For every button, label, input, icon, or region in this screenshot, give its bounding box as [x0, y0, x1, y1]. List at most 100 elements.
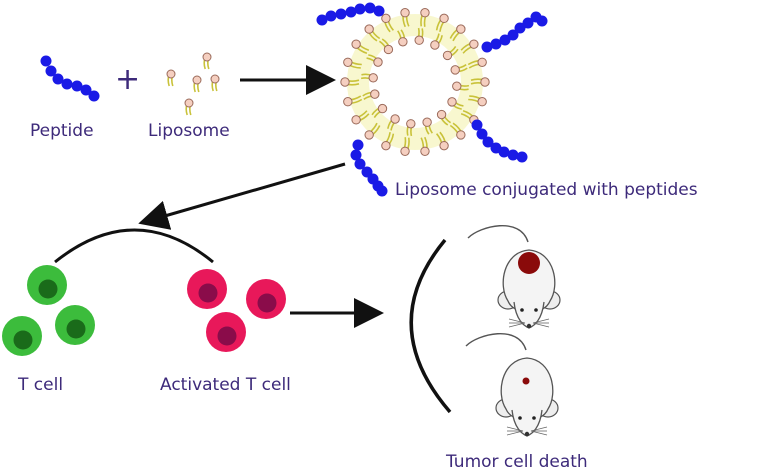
- peptide-bead: [45, 65, 57, 77]
- lipid: [470, 77, 490, 87]
- lipid-head: [381, 140, 391, 151]
- peptide-bead: [507, 29, 519, 41]
- peptide-bead: [325, 10, 337, 22]
- mouse-whisker: [506, 430, 524, 436]
- lipid: [364, 122, 381, 140]
- peptide-bead: [354, 3, 366, 15]
- conjugated-liposome-label: Liposome conjugated with peptides: [395, 180, 698, 200]
- t-cell-group: [2, 265, 95, 356]
- lipid-head: [381, 13, 391, 24]
- lipid-head: [184, 98, 194, 108]
- peptide-bead: [52, 73, 64, 85]
- peptide-bead: [498, 146, 510, 158]
- lipid: [450, 64, 468, 75]
- peptide-bead: [507, 149, 519, 161]
- lipid: [449, 122, 466, 140]
- peptide-bead: [476, 128, 488, 140]
- lipid-head: [368, 73, 378, 83]
- peptide-bead: [345, 6, 357, 18]
- lipid-head: [351, 39, 361, 49]
- peptide-icon: [40, 55, 100, 102]
- mouse-nose: [524, 431, 530, 437]
- lipid: [430, 33, 443, 50]
- mouse-nose: [526, 323, 532, 329]
- cell-nucleus: [217, 326, 237, 346]
- lipid-head: [377, 103, 388, 114]
- lipid-head: [439, 13, 449, 24]
- mouse-tail: [467, 225, 529, 243]
- lipid: [192, 75, 202, 93]
- mouse-large-tumor-icon: [467, 225, 561, 329]
- cell-nucleus: [66, 319, 86, 339]
- lipid-head: [390, 114, 400, 124]
- lipid: [452, 81, 470, 91]
- bilayer-halo: [347, 14, 483, 150]
- peptide-bead: [61, 78, 73, 90]
- lipid-head: [414, 35, 424, 45]
- peptide-bead: [499, 34, 511, 46]
- peptide-bead: [373, 5, 385, 17]
- peptide-bead: [482, 136, 494, 148]
- lipid-head: [439, 140, 449, 151]
- lipid-head: [442, 50, 453, 61]
- lipid-head: [364, 24, 374, 34]
- t-cell-label: T cell: [17, 375, 63, 395]
- peptide-bead: [471, 119, 483, 131]
- lipid: [442, 45, 459, 61]
- lipid-head: [373, 57, 383, 67]
- lipid: [366, 54, 383, 67]
- peptide-bead: [40, 55, 52, 67]
- lipid-head: [370, 89, 380, 99]
- lipid-head: [480, 77, 490, 87]
- lipid-head: [452, 81, 462, 91]
- lipid-head: [340, 77, 350, 87]
- mouse-eye: [534, 308, 538, 312]
- tumor-spot: [518, 252, 540, 274]
- outcome-label: Tumor cell death: [445, 452, 588, 472]
- peptide-bead: [536, 15, 548, 27]
- lipid: [468, 95, 487, 107]
- lipid: [400, 8, 410, 28]
- peptide-bead: [481, 41, 493, 53]
- lipid-head: [398, 37, 408, 47]
- lipid: [414, 27, 424, 45]
- lipid-head: [202, 52, 212, 62]
- lipid-head: [477, 57, 487, 67]
- mouse-small-tumor-icon: [465, 333, 559, 437]
- lipid-head: [447, 97, 457, 107]
- lipid-head: [456, 130, 466, 140]
- peptide-bead: [354, 158, 366, 170]
- lipid: [340, 77, 360, 87]
- lipid-head: [210, 74, 220, 84]
- cell-nucleus: [13, 330, 33, 350]
- peptide-bead: [71, 80, 83, 92]
- lipid-head: [477, 97, 487, 107]
- lipid-head: [422, 117, 432, 127]
- lipid-head: [351, 115, 361, 125]
- mouse-whisker: [508, 318, 526, 324]
- lipid-head: [400, 146, 410, 156]
- activated-t-cell-group: [187, 269, 286, 352]
- lipid: [422, 117, 433, 135]
- t-cell: [2, 316, 42, 356]
- peptide-bead: [316, 14, 328, 26]
- mouse-eye: [532, 416, 536, 420]
- lipid-head: [436, 109, 447, 120]
- lipid: [397, 29, 408, 47]
- lipid: [184, 98, 194, 116]
- lipid: [362, 89, 380, 100]
- lipid-head: [406, 119, 416, 129]
- lipid: [371, 103, 388, 119]
- lipid: [364, 24, 381, 42]
- mouse-whisker: [530, 430, 548, 436]
- mouse-whisker: [508, 322, 526, 328]
- liposome-lipids-icon: [166, 52, 220, 116]
- lipid: [343, 95, 363, 107]
- mouse-tail: [465, 333, 527, 351]
- lipid: [202, 52, 212, 70]
- mouse-eye: [518, 416, 522, 420]
- lipid-head: [469, 39, 479, 49]
- mouse-whisker: [532, 318, 550, 324]
- peptide-label: Peptide: [30, 121, 94, 141]
- peptide-bead: [352, 139, 364, 151]
